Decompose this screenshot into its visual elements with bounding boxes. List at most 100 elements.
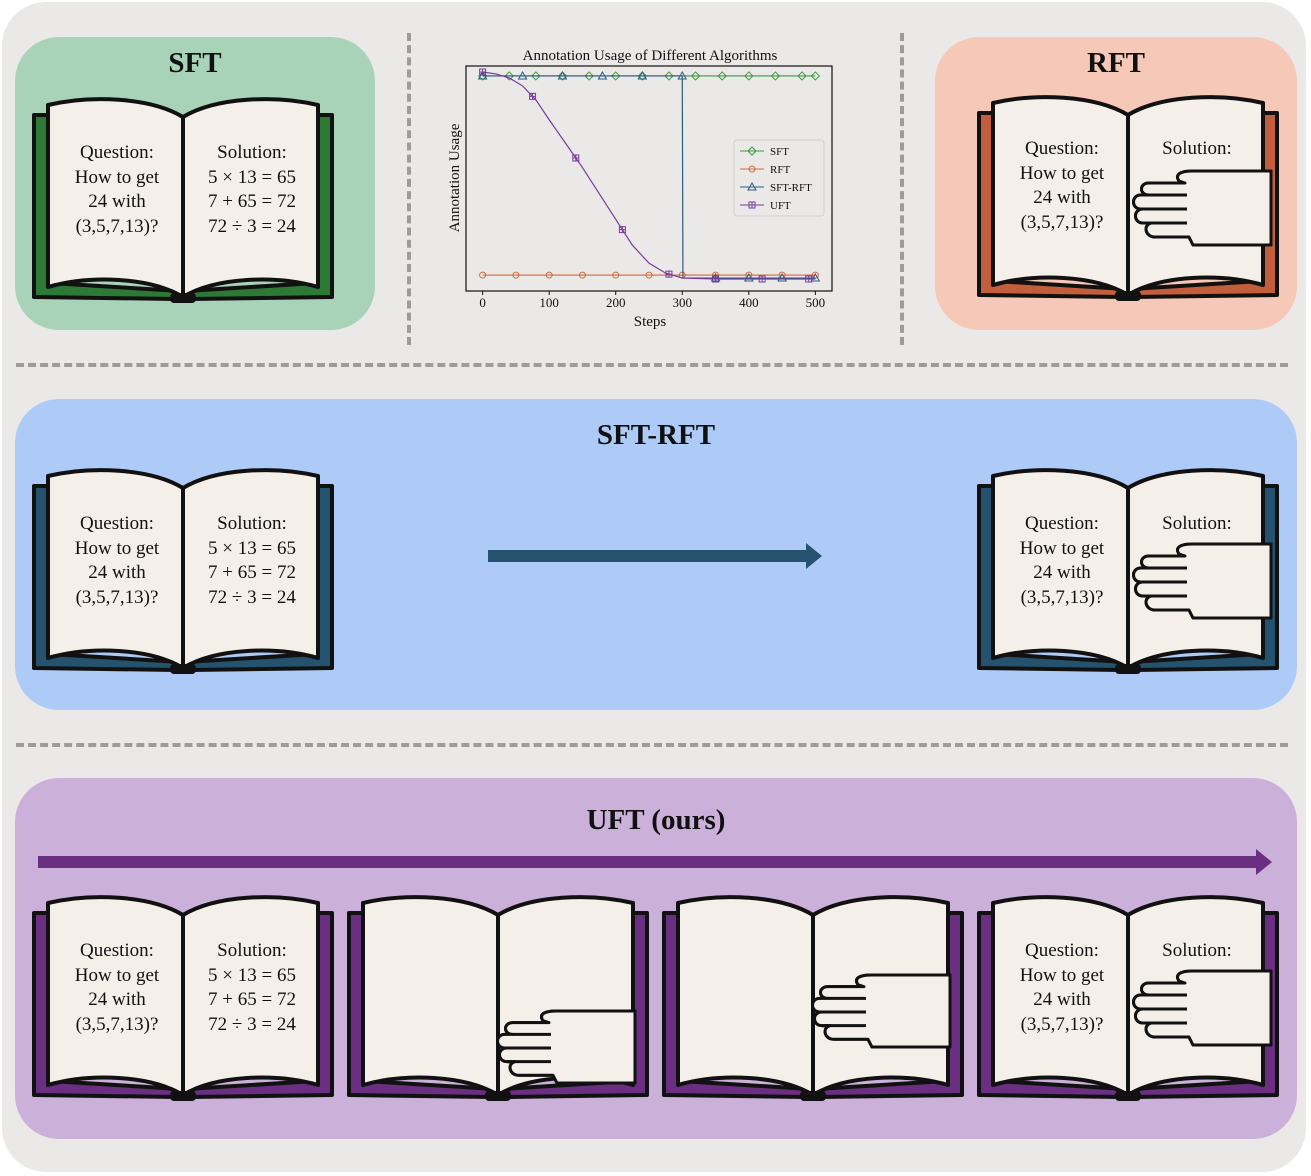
hand-covering-icon xyxy=(498,1011,636,1083)
legend-label: RFT xyxy=(770,164,790,176)
uft-arrow-shape xyxy=(38,849,1272,875)
chart-legend: SFT RFT SFT-RFT UFT xyxy=(733,139,825,217)
solution-header: Solution: xyxy=(217,940,287,961)
data-point xyxy=(805,275,813,283)
solution-header: Solution: xyxy=(217,142,287,163)
separator-left xyxy=(407,33,411,345)
legend-box xyxy=(733,139,825,217)
data-point xyxy=(743,273,754,282)
data-point xyxy=(747,146,757,156)
chart-xlabel: Steps xyxy=(634,314,667,330)
question-line: (3,5,7,13)? xyxy=(1020,211,1104,233)
question-line: 24 with xyxy=(1033,989,1091,1010)
data-point xyxy=(612,271,620,279)
series-line xyxy=(482,71,816,280)
question-line: (3,5,7,13)? xyxy=(75,215,159,237)
solution-step: 7 + 65 = 72 xyxy=(208,989,296,1010)
legend-label: SFT-RFT xyxy=(770,182,812,194)
data-point xyxy=(717,71,727,81)
book-spine-base xyxy=(1115,1091,1141,1101)
sft-rft-title: SFT-RFT xyxy=(596,419,716,451)
question-line: Question: xyxy=(80,940,154,961)
x-tick-label: 0 xyxy=(479,295,486,310)
question-line: Question: xyxy=(80,513,154,534)
data-point xyxy=(690,71,701,81)
data-point xyxy=(810,273,821,282)
data-point xyxy=(744,71,754,81)
book-left-page xyxy=(991,895,1130,1097)
data-point xyxy=(797,71,807,81)
solution-header: Solution: xyxy=(1162,513,1232,534)
data-point xyxy=(810,71,821,81)
series-uft xyxy=(479,68,816,283)
data-point xyxy=(512,271,520,279)
x-tick-label: 300 xyxy=(673,295,693,310)
book-right-page xyxy=(181,468,320,670)
question-line: (3,5,7,13)? xyxy=(1020,586,1104,608)
question-line: (3,5,7,13)? xyxy=(75,1013,159,1035)
data-point xyxy=(712,275,720,283)
solution-step: 72 ÷ 3 = 24 xyxy=(208,215,296,237)
data-point xyxy=(557,71,568,81)
book-left-page xyxy=(991,95,1130,297)
uft-arrow-icon xyxy=(38,849,1272,875)
book-left-page xyxy=(46,97,185,299)
data-point xyxy=(572,154,580,162)
data-point xyxy=(529,92,537,100)
book-spine-base xyxy=(1115,664,1141,674)
question-line: Question: xyxy=(1025,513,1099,534)
solution-step: 7 + 65 = 72 xyxy=(208,562,296,583)
rft-title: RFT xyxy=(1087,47,1145,79)
solution-step: 7 + 65 = 72 xyxy=(208,191,296,212)
hand-overlay xyxy=(660,893,966,1105)
data-point xyxy=(479,271,487,279)
x-tick-label: 200 xyxy=(606,295,626,310)
hand-covering-icon xyxy=(1134,971,1272,1045)
question-line: 24 with xyxy=(1033,187,1091,208)
data-point xyxy=(578,271,586,279)
data-point xyxy=(777,273,787,282)
sft-title: SFT xyxy=(168,47,222,79)
question-line: How to get xyxy=(74,166,160,188)
data-point xyxy=(748,201,756,209)
sft-rft-arrow-icon xyxy=(488,543,822,569)
question-line: 24 with xyxy=(1033,562,1091,583)
book-spine-base xyxy=(170,664,196,674)
uft-title: UFT (ours) xyxy=(586,804,726,836)
hand-covering-icon xyxy=(813,975,951,1047)
series-line xyxy=(482,75,816,279)
legend-label: SFT xyxy=(770,146,789,158)
question-line: 24 with xyxy=(88,562,146,583)
data-point xyxy=(665,270,673,278)
book-left-page xyxy=(46,468,185,670)
chart-ylabel: Annotation Usage xyxy=(447,123,463,232)
data-point xyxy=(531,71,541,81)
solution-text: Solution: xyxy=(1131,512,1263,537)
book-spine-base xyxy=(1115,291,1141,301)
question-line: 24 with xyxy=(88,989,146,1010)
book-spine-base xyxy=(170,1091,196,1101)
data-point xyxy=(517,70,528,80)
book-right-page xyxy=(181,895,320,1097)
data-point xyxy=(545,271,553,279)
question-line: How to get xyxy=(74,537,160,559)
question-line: 24 with xyxy=(88,191,146,212)
data-point xyxy=(747,181,757,191)
hand-overlay xyxy=(975,893,1281,1105)
book-left-page xyxy=(46,895,185,1097)
legend-label: UFT xyxy=(770,200,791,212)
data-point xyxy=(611,71,621,81)
hand-overlay xyxy=(345,893,651,1105)
book-right-page xyxy=(181,97,320,299)
